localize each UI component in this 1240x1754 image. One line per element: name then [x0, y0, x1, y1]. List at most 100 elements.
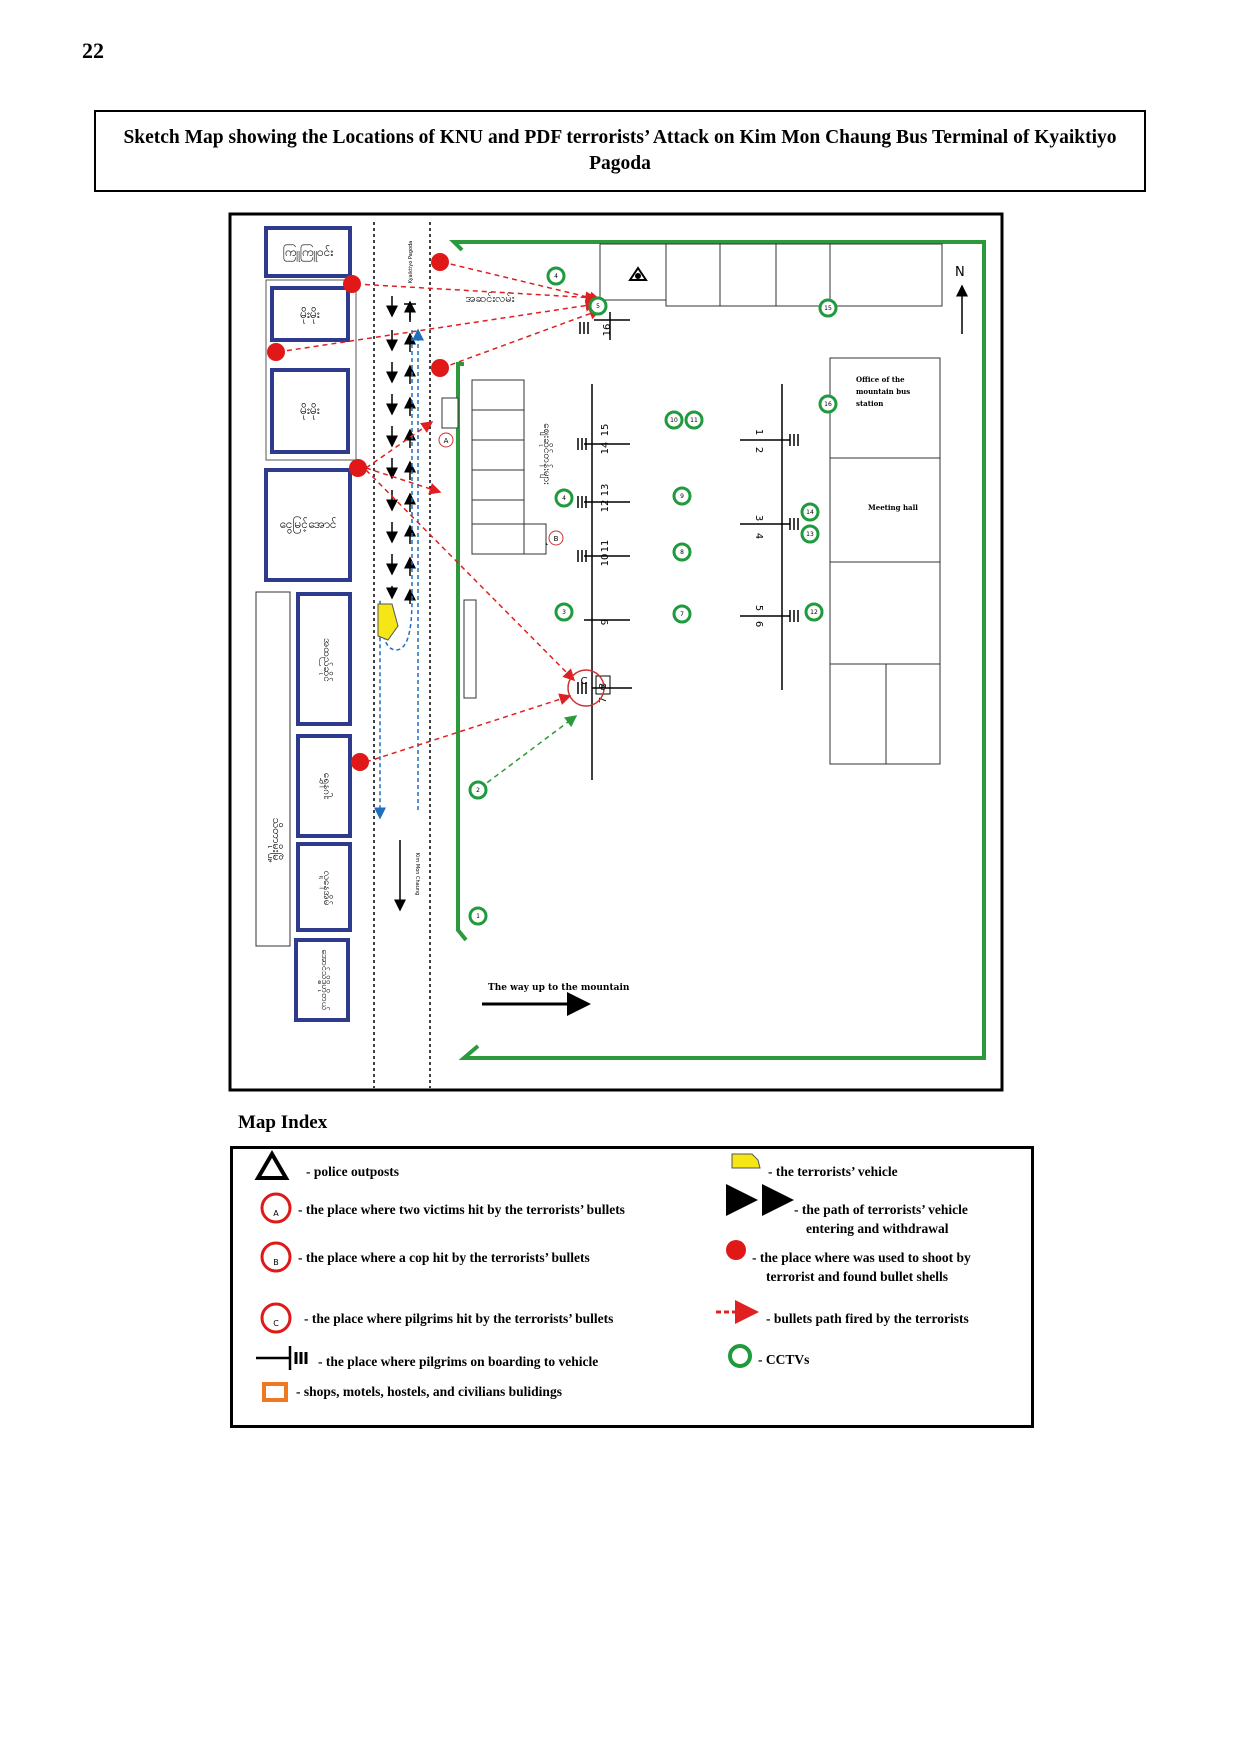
cctv-label-8: 8	[680, 549, 684, 556]
cctvs	[468, 266, 838, 926]
boarding-no-7: 7	[598, 697, 609, 703]
terrorist-vehicle	[377, 603, 399, 641]
road-label-bottom: Kim Mon Chaung	[414, 853, 420, 896]
cctv-2	[468, 780, 488, 800]
cctv-15	[818, 298, 838, 318]
boarding-no-9: 9	[600, 619, 611, 625]
cctv-label-9: 9	[680, 493, 684, 500]
page-number: 22	[82, 38, 104, 63]
cctv-label-13: 13	[806, 531, 814, 538]
legend-vehicle-text: - the terrorists’ vehicle	[768, 1164, 898, 1179]
cctv-2-path	[479, 715, 578, 789]
legend-shooter-icon	[726, 1240, 746, 1260]
marker-b	[548, 530, 564, 546]
shop-label-3: မိုးမိုး	[300, 402, 320, 420]
legend-marker-c-icon	[260, 1302, 292, 1334]
shop-label-4: ငွေမြင့်အောင်	[279, 515, 336, 534]
cctv-12	[804, 602, 824, 622]
legend-victims-text: - the place where two victims hit by the…	[298, 1202, 625, 1217]
boarding-poles	[584, 312, 790, 780]
legend-police-icon	[254, 1150, 290, 1180]
legend-shoot-text-1: - the place where was used to shoot by	[752, 1250, 971, 1265]
shop-label-1: ကြူကြူဝင်း	[283, 243, 334, 262]
marker-a-label: A	[444, 437, 449, 445]
legend-path-text-2: entering and withdrawal	[806, 1221, 949, 1236]
meeting-hall-label: Meeting hall	[868, 503, 918, 512]
legend-boarding-text: - the place where pilgrims on boarding t…	[318, 1354, 599, 1369]
shop-4	[264, 468, 352, 582]
shop-8	[294, 938, 350, 1022]
shop-label-8: အောင်သိဒ္ဓိဟိုတယ်	[318, 949, 330, 1011]
long-building	[255, 591, 291, 947]
cctv-label-16: 16	[824, 401, 832, 408]
legend-cctv-icon	[728, 1344, 752, 1368]
marker-c	[567, 669, 605, 707]
right-buildings	[829, 357, 941, 765]
cctv-13	[800, 524, 820, 544]
boarding-no-6: 6	[753, 621, 764, 627]
vehicle-path-down	[386, 296, 406, 912]
cctv-label-11: 11	[690, 417, 698, 424]
boarding-no-1: 1	[753, 429, 764, 435]
shop-3	[270, 368, 350, 454]
legend-symbols	[254, 1150, 794, 1402]
boarding-no-15: 15	[600, 424, 611, 437]
cctv-label-10: 10	[670, 417, 678, 424]
boarding-no-12: 12	[600, 500, 611, 513]
cctv-label-12: 12	[810, 609, 818, 616]
shop-outline	[265, 279, 357, 461]
shop-label-6: ရွှေနဂါး	[319, 773, 334, 800]
cctv-label-2: 2	[476, 787, 480, 794]
cctv-label-4: 4	[562, 495, 566, 502]
cctv-label-15: 15	[824, 305, 832, 312]
legend-marker-b-icon	[260, 1241, 292, 1273]
cctv-8	[672, 542, 692, 562]
boarding-no-2: 2	[753, 447, 764, 453]
map-frame	[228, 212, 1004, 1092]
cctv-label-1: 1	[476, 913, 480, 920]
shooter-6	[351, 753, 369, 771]
legend-marker-c-label: C	[273, 1319, 279, 1328]
cctv-label-5: 5	[596, 303, 600, 310]
victim-markers	[438, 432, 605, 707]
marker-a	[438, 432, 454, 448]
map-index-heading: Map Index	[238, 1112, 328, 1133]
shooter-positions	[267, 253, 449, 771]
office-label: Office of the mountain bus station	[856, 375, 913, 408]
compound-inner-left	[456, 362, 468, 942]
bullet-paths	[277, 261, 602, 763]
legend-marker-a-icon	[260, 1192, 292, 1224]
shop-2	[270, 286, 350, 342]
legend-cctv-text: - CCTVs	[758, 1352, 810, 1367]
stalls-row	[441, 379, 547, 699]
shooter-4	[431, 359, 449, 377]
legend-path-text-1: - the path of terrorists’ vehicle	[794, 1202, 968, 1217]
shop-6	[296, 734, 352, 838]
shop-label-7: လူနေအိမ်	[319, 871, 334, 906]
long-building-label: သိတာမိုးမြို့	[268, 818, 284, 863]
shop-5	[296, 592, 352, 726]
legend-bullets-text: - bullets path fired by the terrorists	[766, 1311, 969, 1326]
gate-label: အဆင်းလမ်း	[465, 292, 514, 305]
cctv-label-7: 7	[680, 611, 684, 618]
cctv-label-14: 14	[806, 509, 814, 516]
shops	[264, 226, 352, 1022]
cctv-16	[818, 394, 838, 414]
shooter-5	[349, 459, 367, 477]
cctv-5	[588, 296, 608, 316]
boarding-no-11: 11	[600, 540, 611, 553]
north-label: N	[955, 265, 965, 280]
legend-cop-text: - the place where a cop hit by the terro…	[298, 1250, 590, 1265]
boarding-no-10: 10	[600, 554, 611, 567]
shop-label-5: အထည်ဆိုင်	[319, 638, 334, 682]
title-box: Sketch Map showing the Locations of KNU …	[94, 110, 1146, 192]
boarding-no-14: 14	[600, 442, 611, 455]
legend-shops-icon	[262, 1382, 288, 1402]
legend-box	[230, 1146, 1034, 1428]
legend-pilgrims-text: - the place where pilgrims hit by the te…	[304, 1311, 614, 1326]
shop-1	[264, 226, 352, 278]
stalls-label: ဈေးဆိုင်တန်းများ	[539, 423, 554, 485]
booth-b-label: B	[601, 684, 606, 692]
cctv-3	[554, 602, 574, 622]
